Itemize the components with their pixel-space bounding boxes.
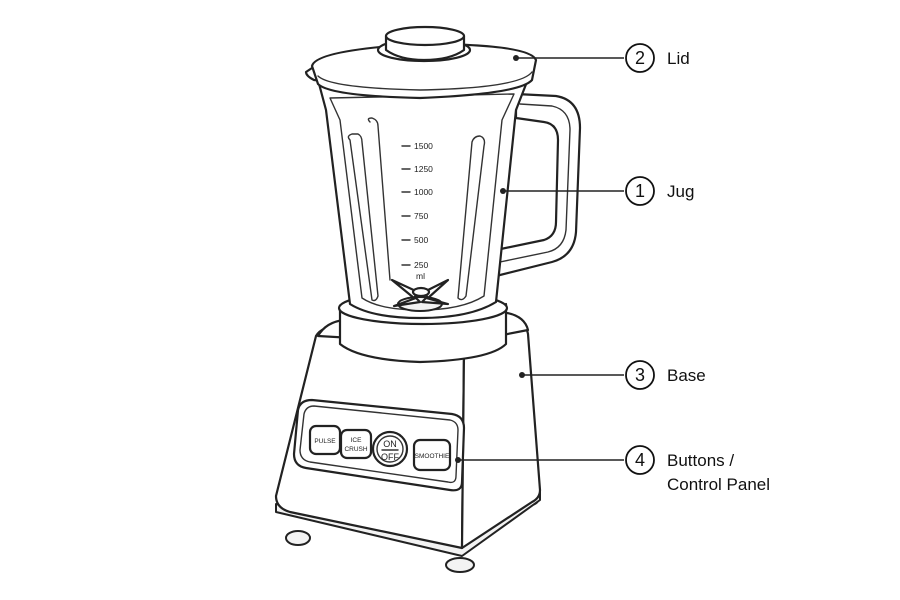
off-label: OFF [381, 452, 399, 462]
scale-mark-500: 500 [414, 235, 428, 245]
callout-lid-number: 2 [635, 48, 645, 68]
callout-control-panel-label-line1: Buttons / [667, 451, 734, 470]
on-label: ON [383, 439, 397, 449]
control-panel: PULSE ICE CRUSH ON OFF SMOOTHIE [292, 398, 466, 492]
jug-rib-left-outer [367, 117, 391, 281]
base-foot-right [445, 557, 475, 573]
ice-crush-label-line1: ICE [351, 437, 363, 444]
callout-control-panel-number: 4 [635, 450, 645, 470]
jug-measurement-scale: 1500 1250 1000 750 500 250 ml [401, 141, 433, 281]
jug-rib-left [347, 133, 379, 302]
scale-mark-750: 750 [414, 211, 428, 221]
jug-handle-inner [499, 103, 571, 263]
jug-blades [390, 278, 450, 312]
callout-control-panel: 4 Buttons / Control Panel [455, 445, 770, 494]
lid-cap-top [384, 25, 466, 47]
smoothie-button-label: SMOOTHIE [415, 453, 450, 460]
callout-jug-label: Jug [667, 182, 694, 201]
scale-mark-1250: 1250 [414, 164, 433, 174]
callout-jug-number: 1 [635, 181, 645, 201]
scale-mark-1000: 1000 [414, 187, 433, 197]
pulse-button[interactable]: PULSE [308, 424, 342, 456]
blender-lid [304, 25, 538, 100]
pulse-button-label: PULSE [314, 438, 336, 445]
callout-control-panel-label-line2: Control Panel [667, 475, 770, 494]
callout-base: 3 Base [519, 360, 706, 390]
jug-rib-right [457, 135, 486, 301]
lid-rim [317, 71, 533, 91]
base-foot-left [285, 530, 311, 546]
scale-mark-1500: 1500 [414, 141, 433, 151]
callout-base-label: Base [667, 366, 706, 385]
ice-crush-label-line2: CRUSH [344, 446, 367, 453]
on-off-button[interactable]: ON OFF [371, 430, 409, 468]
jug-body [316, 72, 532, 320]
blender-jug: 1500 1250 1000 750 500 250 ml [316, 72, 582, 320]
lid-body [310, 42, 538, 100]
control-panel-inner [299, 405, 459, 484]
callout-jug: 1 Jug [500, 176, 694, 206]
callout-base-number: 3 [635, 365, 645, 385]
scale-mark-250: 250 [414, 260, 428, 270]
smoothie-button[interactable]: SMOOTHIE [412, 438, 452, 472]
callout-lid: 2 Lid [513, 43, 690, 73]
callout-lid-label: Lid [667, 49, 690, 68]
scale-unit: ml [416, 271, 425, 281]
ice-crush-button[interactable]: ICE CRUSH [339, 428, 373, 460]
